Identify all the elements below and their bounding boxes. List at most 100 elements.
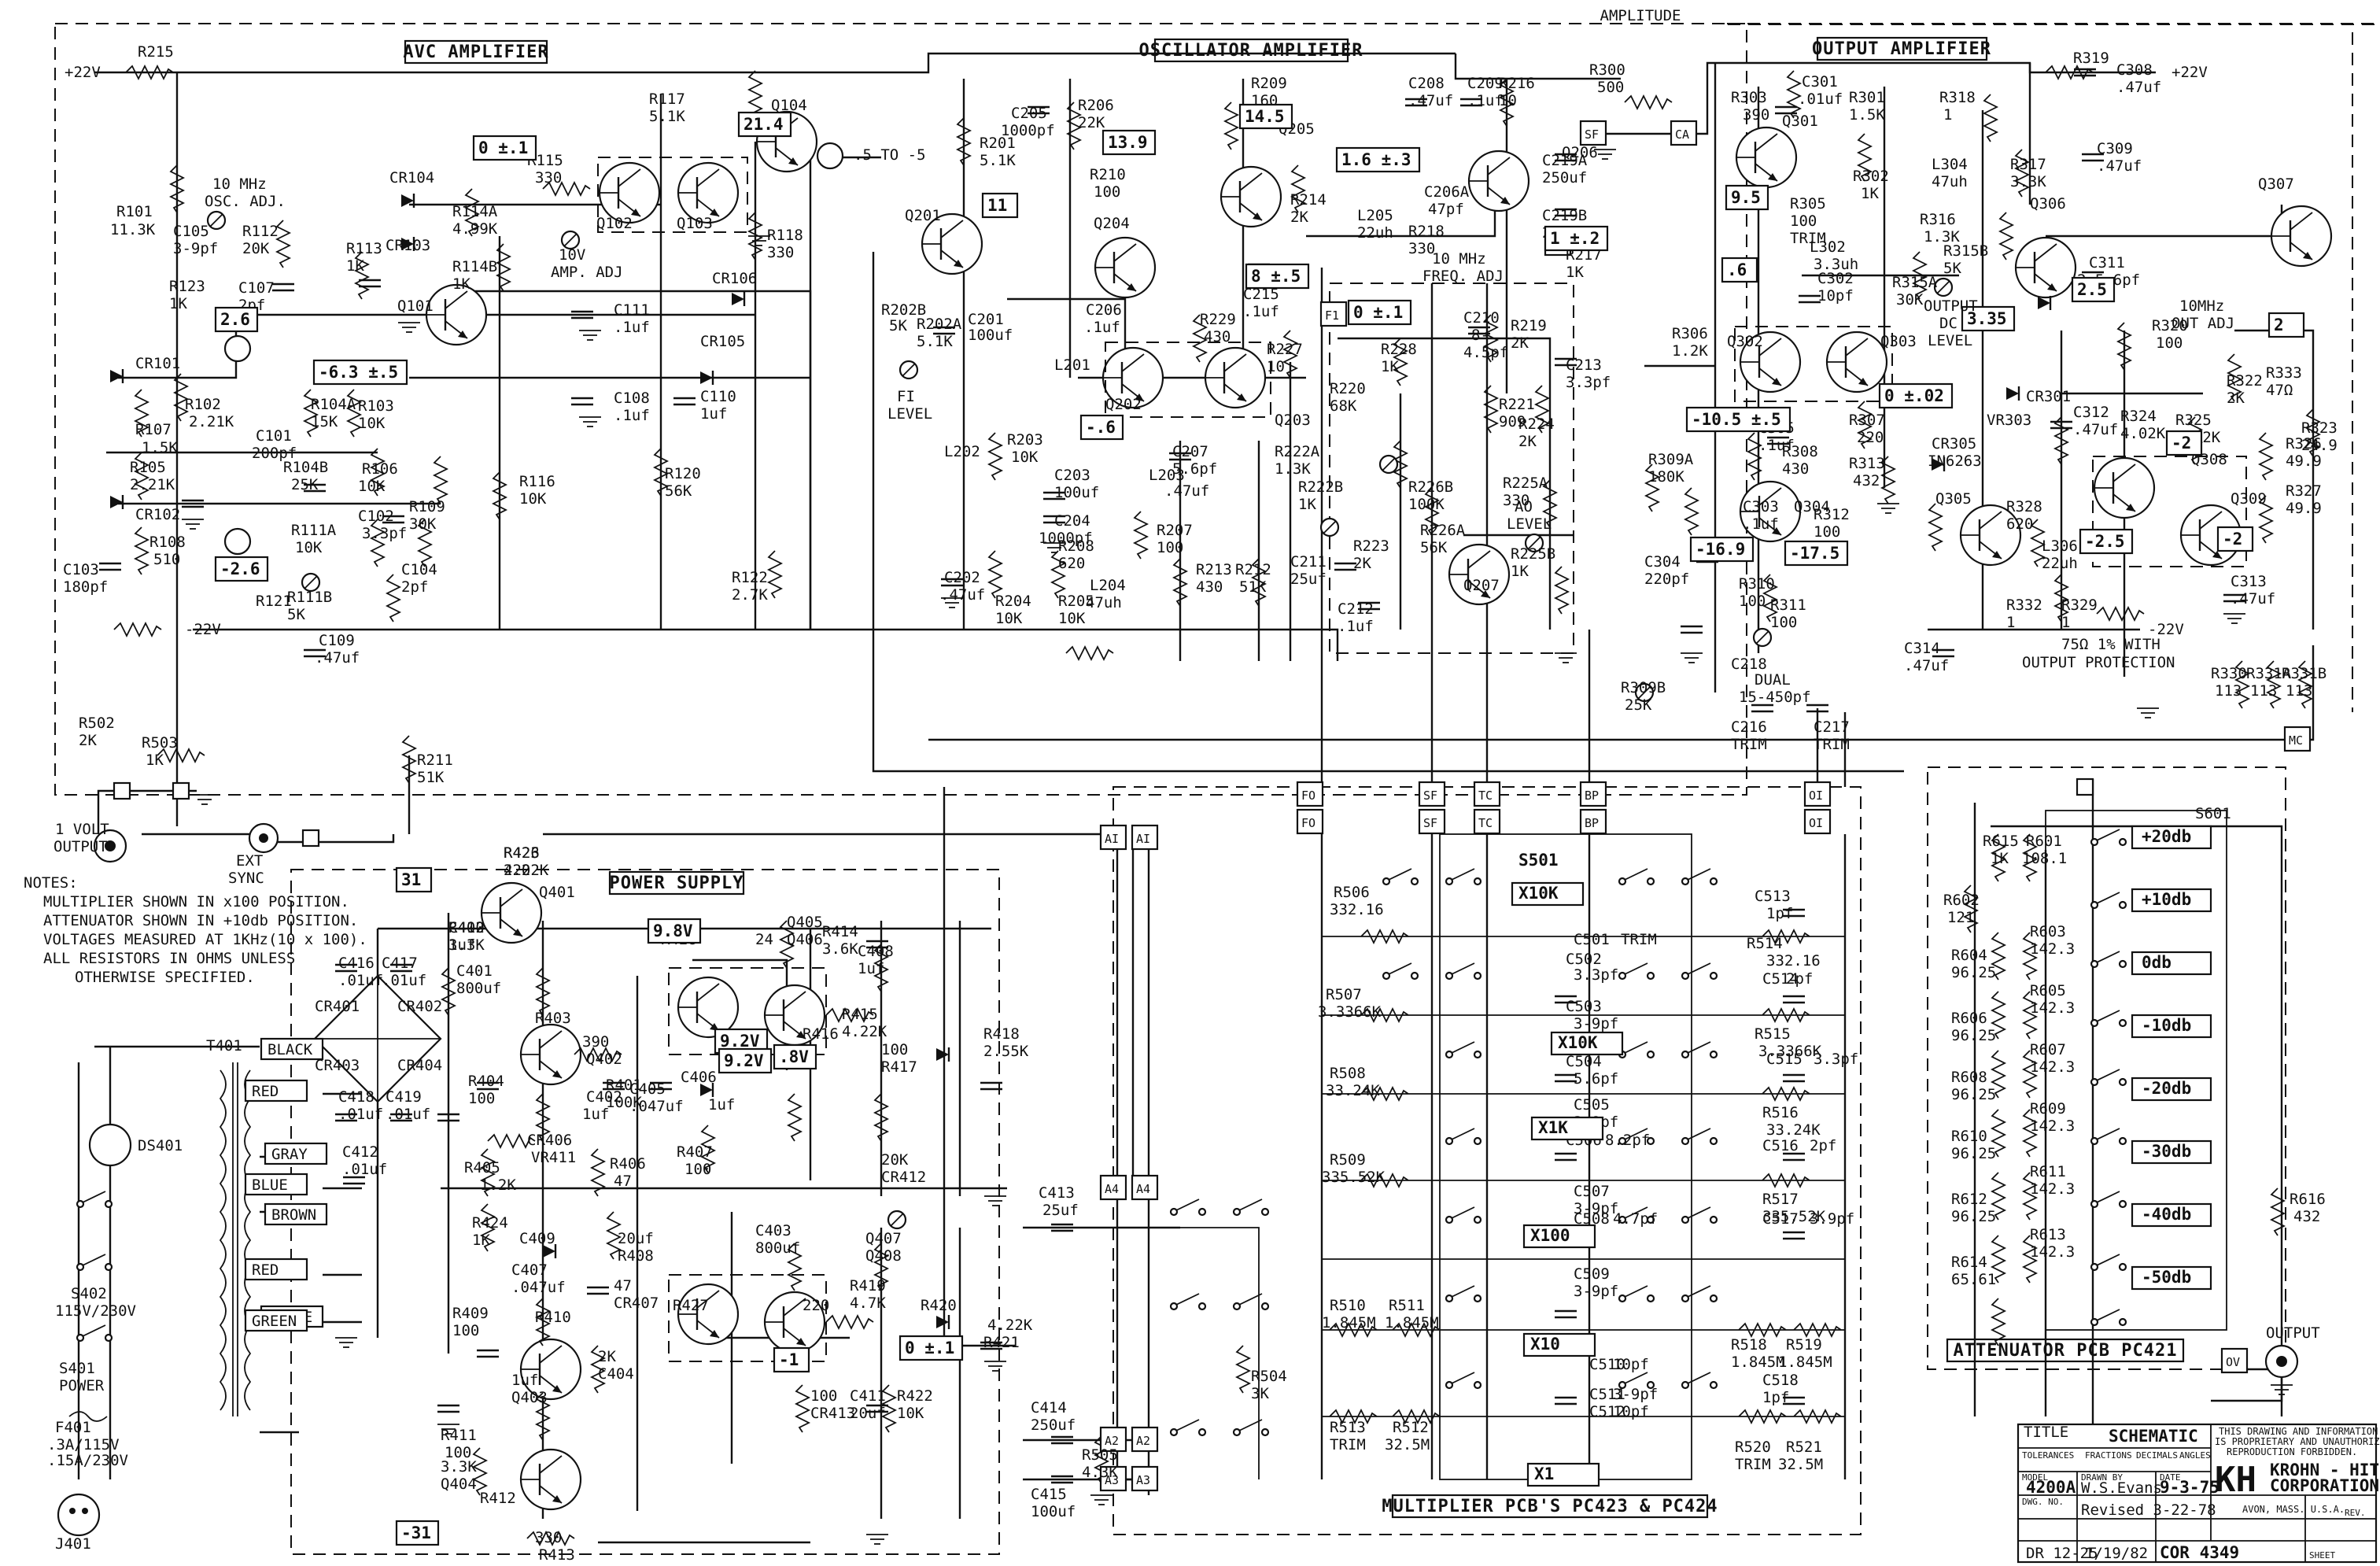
voltage-reading: 9.8V [653, 922, 693, 940]
note-line: NOTES: [24, 874, 78, 892]
out-component-label: R307 [1849, 412, 1885, 429]
components [57, 65, 2320, 1546]
node-terminal-box [1803, 808, 1832, 835]
avc-component-label: 1K [346, 257, 364, 275]
mult-component-label: R519 [1786, 1336, 1822, 1354]
out-component-label: C312 [2073, 404, 2109, 421]
psu-component-label: R417 [881, 1058, 917, 1076]
osc-component-label: 3.3pf [1566, 374, 1611, 391]
avc-component-label: C105 [173, 223, 209, 240]
psu-component-label: 100 [452, 1322, 479, 1339]
avc-component-label: Q101 [397, 297, 434, 315]
angles-header: ANGLES [2179, 1450, 2211, 1461]
psu-component-label: R421 [983, 1334, 1020, 1351]
mult-component-label: 100uf [1031, 1503, 1076, 1520]
avc-component-label: 3.3pf [362, 525, 407, 542]
psu-component-label: 24 [755, 931, 773, 948]
mult-component-label: TRIM [1735, 1456, 1771, 1473]
osc-component-label: 100K [1408, 496, 1445, 513]
osc-component-label: 430 [1196, 578, 1223, 596]
avc-component-label: R101 [116, 203, 153, 220]
osc-component-label: C211 [1290, 553, 1327, 571]
f401-label: F401 [55, 1419, 91, 1436]
osc-component-label: 2K [1511, 334, 1529, 352]
node-terminal-label: F1 [1325, 308, 1339, 323]
multiplier-pcb-title: MULTIPLIER PCB'S PC423 & PC424 [1382, 1497, 1718, 1516]
out-component-label: 432 [1853, 472, 1880, 489]
out-component-label: R319 [2073, 50, 2109, 67]
osc-component-label: Q207 [1463, 577, 1500, 594]
psu-component-label: R423 [504, 844, 540, 862]
mult-component-label: 2pf [1786, 970, 1813, 988]
f401-rating-2: .15A/230V [47, 1452, 128, 1469]
osc-component-label: C206 [1086, 301, 1122, 319]
ao-level-line1: AO [1515, 498, 1533, 515]
node-terminal-box [1131, 1465, 1159, 1492]
out-component-label: R315A [1892, 274, 1938, 291]
out-component-label: C304 [1644, 553, 1681, 571]
psu-component-label: .01uf [338, 1106, 383, 1123]
osc-component-label: R203 [1007, 431, 1043, 449]
voltage-reading: .6 [1727, 260, 1747, 279]
out-component-label: L304 [1932, 156, 1968, 173]
avc-labels: R215R10111.3KCR101R1071.5KR1022.21KR1052… [63, 43, 807, 786]
voltage-box [1685, 406, 1791, 433]
psu-component-label: 800uf [755, 1239, 800, 1257]
avc-component-label: 30K [409, 515, 437, 533]
out-component-label: C311 [2089, 254, 2125, 271]
mult-component-label: C515 [1766, 1051, 1803, 1068]
out-component-label: DUAL [1755, 671, 1791, 689]
voltage-reading: 14.5 [1245, 107, 1285, 126]
range-tag: X1K [1538, 1118, 1568, 1137]
psu-component-label: 1uf [582, 1106, 609, 1123]
out-component-label: 1.5K [1849, 106, 1885, 124]
psu-component-label: 2.55K [983, 1043, 1029, 1060]
rail-plus22-out: +22V [2172, 64, 2208, 81]
atten-component-label: R604 [1951, 947, 1987, 964]
voltage-box [395, 1520, 440, 1546]
psu-component-label: 100 [881, 1041, 908, 1058]
node-terminal-box [1579, 781, 1607, 807]
out-component-label: Q301 [1782, 113, 1818, 130]
osc-component-label: R222B [1298, 478, 1343, 496]
osc-component-label: R226B [1408, 478, 1453, 496]
s402-label: S402 [71, 1285, 107, 1302]
atten-step-box [2131, 1202, 2212, 1228]
range-tag: X10K [1558, 1033, 1598, 1052]
avc-component-label: C102 [358, 508, 394, 525]
node-terminal-box [1319, 301, 1348, 327]
psu-component-label: 4.22K [504, 862, 549, 879]
psu-component-label: 1K [472, 1232, 490, 1249]
atten-component-label: R606 [1951, 1010, 1987, 1027]
voltage-reading: -.6 [1086, 418, 1116, 437]
attenuator-pcb-title: ATTENUATOR PCB PC421 [1954, 1341, 2178, 1361]
out-component-label: 3.3K [2010, 173, 2046, 190]
note-line: VOLTAGES MEASURED AT 1KHz(10 x 100). [43, 931, 367, 948]
atten-component-label: R613 [2030, 1226, 2066, 1243]
osc-component-label: R219 [1511, 317, 1547, 334]
out-component-label: R308 [1782, 443, 1818, 460]
mult-component-label: 3-9pf [1613, 1386, 1658, 1403]
mult-component-label: R508 [1330, 1065, 1366, 1082]
range-tag-box [1526, 1462, 1600, 1487]
out-component-label: 1.2K [1672, 342, 1708, 360]
wire-color-box [260, 1037, 324, 1061]
osc-component-label: C209 [1467, 75, 1504, 92]
node-terminal-label: FO [1301, 816, 1315, 830]
avc-component-label: R104B [283, 459, 328, 476]
voltage-box [1878, 382, 1954, 409]
psu-component-label: .01uf [338, 972, 383, 989]
voltage-reading: -1 [779, 1350, 799, 1369]
out-component-label: .01uf [1798, 90, 1843, 108]
out-component-label: R328 [2006, 498, 2042, 515]
osc-component-label: 22K [1078, 114, 1105, 131]
avc-component-label: 2K [79, 732, 97, 749]
node-terminal-label: BP [1585, 816, 1599, 830]
range-tag: X100 [1530, 1226, 1570, 1245]
osc-component-label: 100uf [968, 327, 1013, 344]
out-component-label: L302 [1810, 238, 1846, 256]
voltage-reading: 0 ±.1 [478, 139, 528, 157]
out-component-label: C303 [1743, 498, 1779, 515]
psu-component-label: R402 [448, 919, 485, 936]
